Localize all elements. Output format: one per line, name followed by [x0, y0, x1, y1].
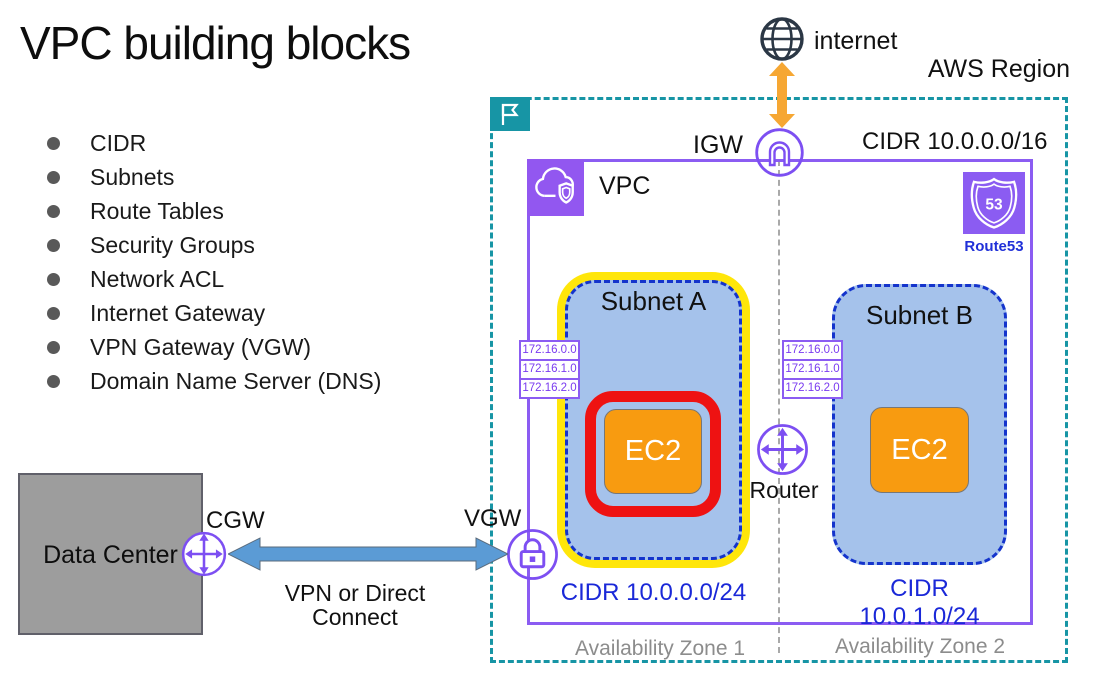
bullet-item: Subnets: [47, 160, 381, 194]
route-entry-chip: 172.16.2.0: [782, 378, 843, 399]
bullet-dot: [47, 238, 60, 252]
region-flag-icon: [490, 97, 530, 131]
bullet-dot: [47, 204, 60, 218]
bullet-item: Route Tables: [47, 194, 381, 228]
route-entry-chip: 172.16.1.0: [782, 359, 843, 380]
ec2-instance-b: EC2: [870, 407, 969, 493]
igw-icon: [755, 128, 804, 177]
bullet-list: CIDR Subnets Route Tables Security Group…: [47, 126, 381, 398]
bullet-dot: [47, 340, 60, 354]
data-center-label: Data Center: [43, 541, 178, 569]
data-center-box: [18, 473, 203, 635]
aws-region-label: AWS Region: [927, 55, 1070, 83]
bullet-label: Subnets: [90, 163, 175, 190]
route-entry-chip: 172.16.0.0: [519, 340, 580, 361]
cgw-icon: [181, 531, 227, 577]
subnet-a-cidr-label: CIDR 10.0.0.0/24: [560, 579, 747, 606]
route-entry-chip: 172.16.2.0: [519, 378, 580, 399]
subnet-b-cidr-label: CIDR 10.0.1.0/24: [859, 575, 980, 630]
bullet-item: Internet Gateway: [47, 296, 381, 330]
bullet-label: CIDR: [90, 129, 147, 156]
bullet-item: Security Groups: [47, 228, 381, 262]
bullet-label: VPN Gateway (VGW): [90, 333, 312, 360]
availability-zone-1-label: Availability Zone 1: [574, 637, 746, 660]
igw-label: IGW: [693, 131, 743, 159]
route53-label: Route53: [964, 238, 1024, 255]
bullet-label: Network ACL: [90, 265, 225, 292]
cgw-label: CGW: [206, 507, 265, 534]
route53-badge-number: 53: [985, 196, 1003, 213]
router-icon: [756, 423, 809, 476]
bullet-item: CIDR: [47, 126, 381, 160]
router-label: Router: [749, 477, 819, 503]
bullet-label: Security Groups: [90, 231, 255, 258]
bullet-dot: [47, 136, 60, 150]
route53-icon: 53: [963, 172, 1025, 234]
vpn-connection-arrow: [226, 537, 510, 571]
availability-zone-divider: [778, 160, 780, 653]
vpc-icon: [527, 159, 584, 216]
page-title: VPC building blocks: [20, 17, 411, 69]
vpn-connection-label: VPN or Direct Connect: [270, 581, 440, 629]
bullet-dot: [47, 306, 60, 320]
internet-igw-arrow: [768, 62, 796, 128]
vpn-label-line2: Connect: [312, 604, 398, 630]
subnet-b-label: Subnet B: [866, 300, 973, 330]
route-entry-chip: 172.16.1.0: [519, 359, 580, 380]
bullet-item: Domain Name Server (DNS): [47, 364, 381, 398]
route-entry-chip: 172.16.0.0: [782, 340, 843, 361]
vpc-label: VPC: [599, 172, 651, 200]
bullet-label: Internet Gateway: [90, 299, 266, 326]
bullet-dot: [47, 272, 60, 286]
internet-globe-icon: [757, 14, 807, 64]
bullet-dot: [47, 170, 60, 184]
internet-label: internet: [814, 27, 898, 55]
bullet-label: Route Tables: [90, 197, 224, 224]
vgw-lock-icon: [506, 528, 559, 581]
bullet-item: Network ACL: [47, 262, 381, 296]
bullet-item: VPN Gateway (VGW): [47, 330, 381, 364]
vgw-label: VGW: [464, 505, 522, 532]
vpn-label-line1: VPN or Direct: [284, 580, 426, 606]
bullet-label: Domain Name Server (DNS): [90, 367, 382, 394]
bullet-dot: [47, 374, 60, 388]
subnet-a-label: Subnet A: [600, 286, 707, 316]
availability-zone-2-label: Availability Zone 2: [834, 635, 1006, 658]
ec2-instance-a: EC2: [604, 409, 702, 494]
vpc-cidr-label: CIDR 10.0.0.0/16: [862, 128, 1048, 155]
